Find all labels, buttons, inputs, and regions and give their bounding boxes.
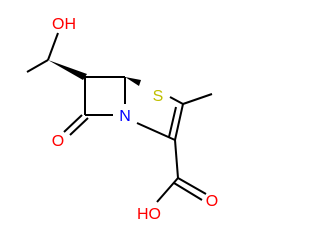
bond-c3-c2-inner bbox=[168, 106, 177, 138]
molecule-structure: OH S N O O HO bbox=[26, 16, 218, 223]
bond-s-c3 bbox=[169, 96, 184, 105]
wedge-bond-side-chain bbox=[48, 60, 87, 80]
bond-cooh-o-b bbox=[173, 182, 203, 201]
acid-hydroxyl-label: HO bbox=[137, 206, 161, 223]
wedge-bond-ring-fusion bbox=[125, 77, 141, 86]
acid-carbonyl-oxygen-label: O bbox=[206, 193, 218, 210]
bond-cooh-oh bbox=[156, 177, 179, 203]
bond-c3-c2-outer bbox=[174, 103, 184, 141]
bond-ch-methyl bbox=[26, 59, 49, 73]
bond-cooh-o-a bbox=[177, 177, 207, 195]
bond-c7-o-b bbox=[69, 117, 89, 136]
bond-ch-oh bbox=[47, 32, 59, 61]
bond-c2-n bbox=[136, 122, 176, 141]
bond-c3-methyl bbox=[182, 93, 213, 105]
nitrogen-label: N bbox=[119, 108, 131, 125]
hydroxyl-label: OH bbox=[52, 16, 76, 33]
sulfur-label: S bbox=[153, 88, 164, 105]
bond-c7-o-a bbox=[63, 114, 83, 133]
bond-c2-cooh bbox=[174, 139, 179, 179]
carbonyl-oxygen-label: O bbox=[52, 133, 64, 150]
